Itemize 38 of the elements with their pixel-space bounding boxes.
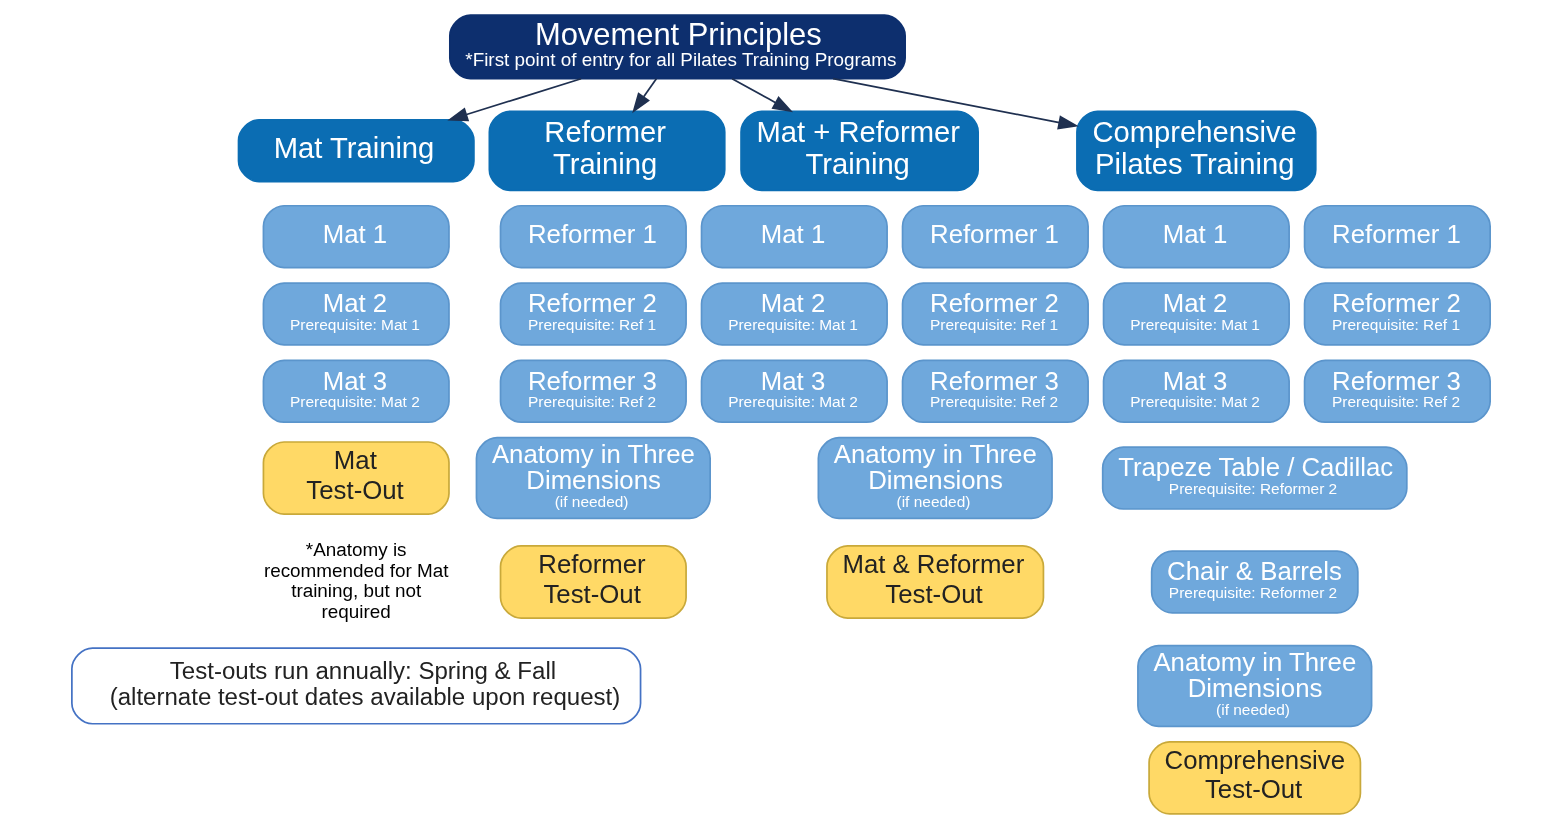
node-box: Mat 3 Prerequisite: Mat 2 bbox=[262, 359, 450, 424]
node-box: Reformer 2 Prerequisite: Ref 1 bbox=[499, 282, 687, 346]
node-box: Test-outs run annually: Spring & Fall (alternate test-out dates available upon request) bbox=[71, 647, 642, 725]
node-box: Mat 2 Prerequisite: Mat 1 bbox=[262, 282, 450, 346]
node-box: Comprehensive Pilates Training bbox=[1076, 110, 1317, 192]
node-box: Mat 2 Prerequisite: Mat 1 bbox=[700, 282, 888, 346]
node-box: Mat & Reformer Test-Out bbox=[826, 545, 1045, 619]
node-box: Chair & Barrels Prerequisite: Reformer 2 bbox=[1150, 550, 1359, 614]
node-box: Anatomy in Three Dimensions (if needed) bbox=[475, 436, 711, 520]
node-box: Reformer 1 bbox=[1303, 204, 1491, 269]
arrow bbox=[447, 77, 582, 122]
node-box: Mat Training bbox=[237, 119, 475, 183]
node-box: Reformer 3 Prerequisite: Ref 2 bbox=[1303, 359, 1491, 424]
node-box: Mat 3 Prerequisite: Mat 2 bbox=[700, 359, 888, 424]
node-box: Mat + Reformer Training bbox=[740, 110, 979, 192]
node-box: Mat Test-Out bbox=[262, 441, 450, 515]
node-box: Anatomy in Three Dimensions (if needed) bbox=[817, 436, 1053, 520]
node-box: Mat 1 bbox=[1102, 204, 1290, 269]
arrow bbox=[832, 77, 1079, 130]
node-box: Reformer 1 bbox=[901, 204, 1089, 269]
node-box: Movement Principles *First point of entry for all Pilates Training Programs bbox=[448, 14, 906, 80]
node-box: Reformer 1 bbox=[499, 204, 687, 269]
node-box: Anatomy in Three Dimensions (if needed) bbox=[1137, 644, 1373, 728]
node-box: Trapeze Table / Cadillac Prerequisite: Reformer 2 bbox=[1101, 446, 1408, 510]
arrow bbox=[632, 77, 658, 114]
node-box: Mat 3 Prerequisite: Mat 2 bbox=[1102, 359, 1290, 424]
node-box: Reformer 2 Prerequisite: Ref 1 bbox=[901, 282, 1089, 346]
arrow bbox=[731, 77, 794, 113]
node-box: Mat 1 bbox=[700, 204, 888, 269]
node-box: Mat 1 bbox=[262, 204, 450, 269]
node-box: Mat 2 Prerequisite: Mat 1 bbox=[1102, 282, 1290, 346]
node-box: Reformer Test-Out bbox=[499, 545, 687, 619]
node-box: Reformer Training bbox=[488, 110, 726, 192]
node-box: Reformer 2 Prerequisite: Ref 1 bbox=[1303, 282, 1491, 346]
node-box: Comprehensive Test-Out bbox=[1148, 740, 1362, 815]
node-box: Reformer 3 Prerequisite: Ref 2 bbox=[901, 359, 1089, 424]
node-box: Reformer 3 Prerequisite: Ref 2 bbox=[499, 359, 687, 424]
label: *Anatomy is recommended for Mat training, but not required bbox=[263, 538, 449, 622]
